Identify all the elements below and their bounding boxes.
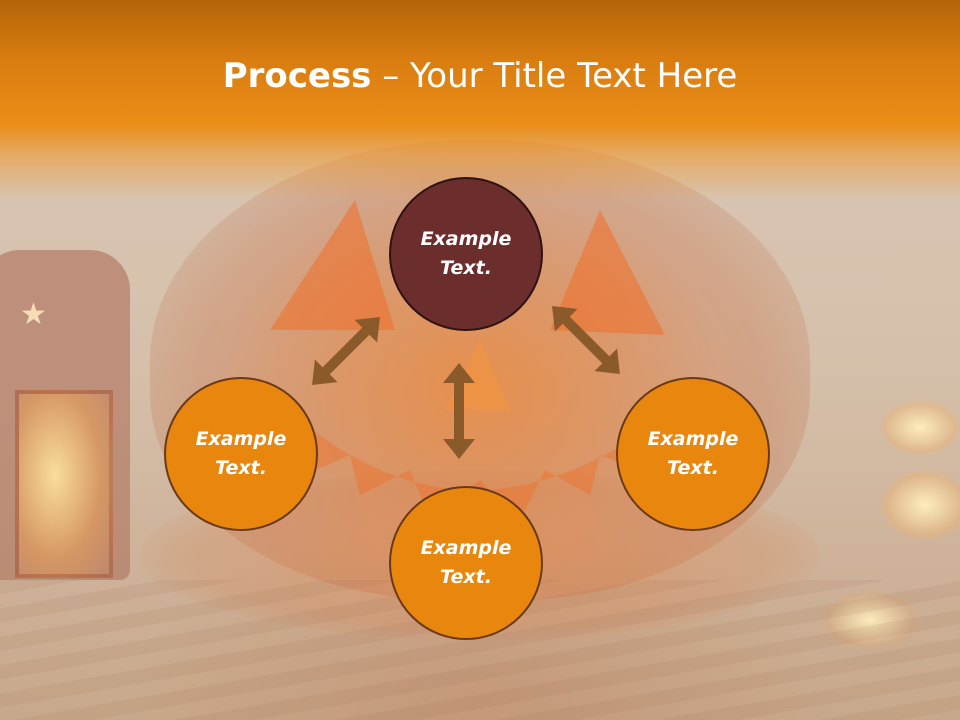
pumpkin-left-eye xyxy=(270,200,395,330)
process-node-right: Example Text. xyxy=(616,377,770,531)
lantern-window xyxy=(15,390,113,578)
title-bold-part: Process xyxy=(222,56,372,96)
process-node-top: Example Text. xyxy=(389,177,543,331)
candle-image xyxy=(880,470,960,540)
title-rest-part: – Your Title Text Here xyxy=(371,56,738,96)
node-label: Example Text. xyxy=(420,537,512,588)
double-arrow-icon xyxy=(443,363,475,459)
header-bar: Process – Your Title Text Here xyxy=(0,0,960,200)
process-node-left: Example Text. xyxy=(164,377,318,531)
double-arrow-icon xyxy=(552,306,620,374)
pumpkin-mouth xyxy=(300,420,660,520)
node-label: Example Text. xyxy=(647,428,739,479)
node-label: Example Text. xyxy=(195,428,287,479)
star-icon: ★ xyxy=(20,297,47,332)
pumpkin-right-eye xyxy=(550,210,665,335)
process-node-bottom: Example Text. xyxy=(389,486,543,640)
candle-image xyxy=(880,400,960,455)
candle-image xyxy=(820,590,920,650)
double-arrow-icon xyxy=(312,317,380,385)
node-label: Example Text. xyxy=(420,228,512,279)
slide-title: Process – Your Title Text Here xyxy=(0,54,960,98)
